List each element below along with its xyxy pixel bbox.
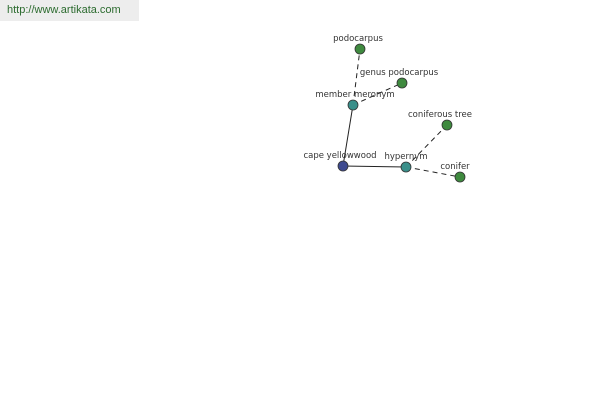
node-conifer[interactable] bbox=[454, 171, 466, 183]
label-hypernym[interactable]: hypernym bbox=[384, 152, 427, 162]
label-coniferous-tree[interactable]: coniferous tree bbox=[408, 110, 472, 120]
node-member-meronym[interactable] bbox=[347, 99, 359, 111]
source-url-text[interactable]: http://www.artikata.com bbox=[7, 4, 121, 16]
node-cape-yellowwood[interactable] bbox=[337, 160, 349, 172]
edge-hypernym-to-conifer bbox=[405, 166, 461, 178]
label-conifer[interactable]: conifer bbox=[440, 162, 470, 172]
graph-nodes bbox=[337, 43, 466, 183]
label-genus-podocarpus[interactable]: genus podocarpus bbox=[360, 68, 439, 78]
edge-member-meronym-to-podocarpus bbox=[352, 48, 361, 106]
node-podocarpus[interactable] bbox=[354, 43, 366, 55]
node-coniferous-tree[interactable] bbox=[441, 119, 453, 131]
edge-cape-yellowwood-to-hypernym bbox=[342, 165, 407, 168]
source-url-label[interactable]: http://www.artikata.com bbox=[0, 0, 139, 21]
edge-cape-yellowwood-to-member-meronym bbox=[342, 104, 354, 167]
label-cape-yellowwood[interactable]: cape yellowwood bbox=[303, 151, 376, 161]
label-podocarpus[interactable]: podocarpus bbox=[333, 34, 383, 44]
node-hypernym[interactable] bbox=[400, 161, 412, 173]
label-member-meronym[interactable]: member meronym bbox=[315, 90, 394, 100]
graph-edges bbox=[342, 48, 461, 178]
node-genus-podocarpus[interactable] bbox=[396, 77, 408, 89]
graph-labels: cape yellowwood member meronym hypernym pod… bbox=[303, 34, 472, 172]
edge-hypernym-to-coniferous-tree bbox=[405, 124, 448, 168]
